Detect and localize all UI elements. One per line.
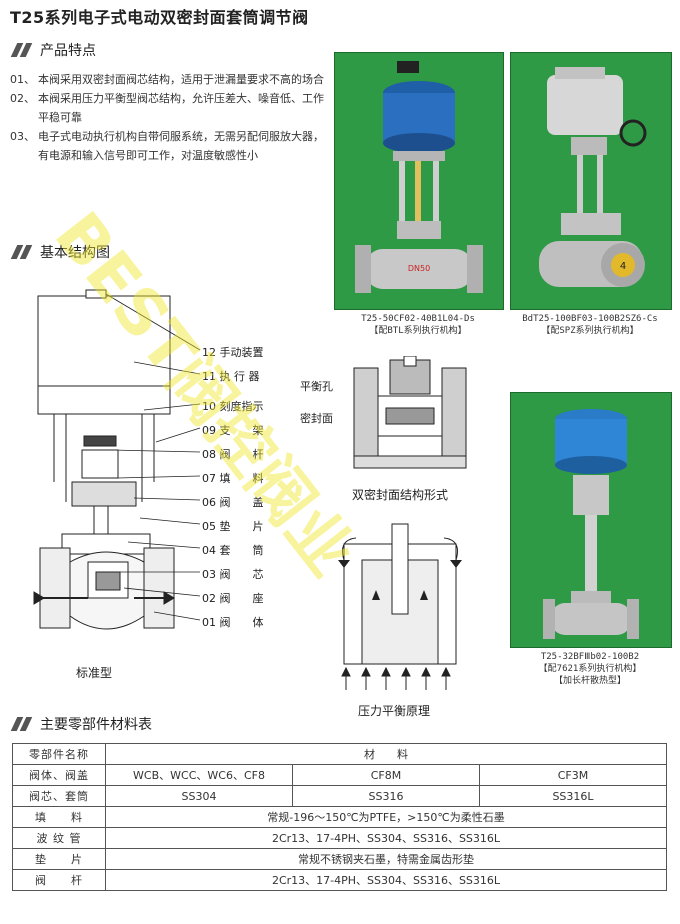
section-structure-title: 基本结构图 — [40, 245, 110, 261]
section-features-heading: 产品特点 — [10, 40, 96, 60]
photo-2-caption: BdT25-100BF03-100B2SZ6-Cs 【配SPZ系列执行机构】 — [522, 314, 658, 336]
feature-item: 02、本阀采用压力平衡型阀芯结构，允许压差大、噪音低、工作平稳可靠 — [10, 92, 324, 124]
table-row: 阀 杆 2Cr13、17-4PH、SS304、SS316、SS316L — [12, 869, 667, 891]
flange-marking: 4 — [620, 261, 626, 272]
table-row: 阀芯、套筒 SS304 SS316 SS316L — [12, 785, 667, 807]
feature-item: 03、电子式电动执行机构自带伺服系统，无需另配伺服放大器，有电源和输入信号即可工… — [10, 130, 324, 162]
section-marker-icon — [10, 43, 33, 57]
section-materials-heading: 主要零部件材料表 — [10, 714, 152, 734]
part-label-12: 12 手动装置 — [202, 346, 264, 359]
table-row: 波 纹 管 2Cr13、17-4PH、SS304、SS316、SS316L — [12, 827, 667, 849]
section-materials-title: 主要零部件材料表 — [40, 717, 152, 733]
feature-list: 01、本阀采用双密封面阀芯结构，适用于泄漏量要求不高的场合 02、本阀采用压力平… — [10, 70, 325, 165]
table-header-cell: 材 料 — [105, 743, 667, 765]
double-seal-drawing — [353, 356, 467, 469]
product-photo-3 — [510, 392, 672, 648]
pressure-balance-drawing — [338, 523, 462, 690]
part-label-02: 02 阀 座 — [202, 592, 264, 605]
balance-hole-label: 平衡孔 — [300, 380, 333, 393]
part-label-10: 10 刻度指示 — [202, 400, 264, 413]
photo-1-caption: T25-50CF02-40B1L04-Ds 【配BTL系列执行机构】 — [361, 314, 475, 336]
double-seal-caption: 双密封面结构形式 — [352, 488, 449, 502]
section-features-title: 产品特点 — [40, 43, 96, 59]
part-label-09: 09 支 架 — [202, 424, 264, 437]
section-marker-icon — [10, 245, 33, 259]
section-structure-heading: 基本结构图 — [10, 242, 110, 262]
table-header-row: 零部件名称 材 料 — [12, 743, 667, 765]
materials-table: 零部件名称 材 料 阀体、阀盖 WCB、WCC、WC6、CF8 CF8M CF3… — [12, 743, 667, 891]
table-row: 垫 片 常规不锈钢夹石墨，特需金属齿形垫 — [12, 848, 667, 870]
body-marking: DN50 — [408, 264, 430, 273]
seal-face-label: 密封面 — [300, 412, 333, 425]
part-label-07: 07 填 料 — [202, 472, 264, 485]
feature-item: 01、本阀采用双密封面阀芯结构，适用于泄漏量要求不高的场合 — [10, 73, 324, 86]
table-header-cell: 零部件名称 — [12, 743, 106, 765]
part-label-11: 11 执 行 器 — [202, 370, 260, 383]
photo-3-caption: T25-32BFⅢb02-100B2 【配7621系列执行机构】 【加长杆散热型… — [538, 652, 642, 686]
standard-type-caption: 标准型 — [76, 666, 113, 680]
page-title: T25系列电子式电动双密封面套筒调节阀 — [10, 8, 309, 27]
standard-valve-section-drawing — [33, 289, 201, 630]
part-label-04: 04 套 筒 — [202, 544, 264, 557]
product-photo-1: DN50 — [334, 52, 504, 310]
part-label-01: 01 阀 体 — [202, 616, 264, 629]
product-photo-2: 4 — [510, 52, 672, 310]
part-label-03: 03 阀 芯 — [202, 568, 264, 581]
part-label-06: 06 阀 盖 — [202, 496, 264, 509]
pressure-balance-caption: 压力平衡原理 — [358, 704, 431, 718]
part-label-08: 08 阀 杆 — [202, 448, 264, 461]
part-label-05: 05 垫 片 — [202, 520, 264, 533]
section-marker-icon — [10, 717, 33, 731]
table-row: 填 料 常规-196～150℃为PTFE，>150℃为柔性石墨 — [12, 806, 667, 828]
table-row: 阀体、阀盖 WCB、WCC、WC6、CF8 CF8M CF3M — [12, 764, 667, 786]
